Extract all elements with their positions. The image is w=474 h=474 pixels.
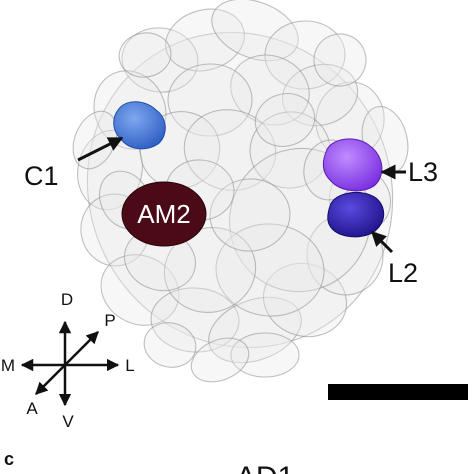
compass-anterior: A xyxy=(26,399,38,418)
scale-bar xyxy=(328,384,468,400)
glomerulus-outline xyxy=(165,8,245,72)
label-c1: C1 xyxy=(24,161,59,191)
compass-posterior: P xyxy=(104,311,115,330)
glomerulus-outline xyxy=(211,0,299,62)
compass-lateral: L xyxy=(125,356,134,375)
glomerulus-outline xyxy=(190,337,250,383)
compass-ventral: V xyxy=(62,412,74,431)
arrow-c1 xyxy=(77,136,124,162)
glomerulus-outline xyxy=(167,63,253,137)
glomerulus-outline xyxy=(230,54,310,126)
glomerulus-outline xyxy=(281,63,359,127)
glomerulus-outline xyxy=(118,32,172,78)
next-panel-title: AD1 xyxy=(236,461,294,474)
label-l3: L3 xyxy=(408,157,438,187)
glomerulus-outline xyxy=(143,322,197,368)
panel-letter: c xyxy=(4,449,14,469)
compass-medial: M xyxy=(1,356,15,375)
glomerulus-outline xyxy=(208,296,302,364)
glomerulus-outline xyxy=(264,20,346,90)
glomerulus-outline xyxy=(215,223,325,317)
glomerulus-outline xyxy=(183,109,277,191)
glomerulus-outline xyxy=(313,33,367,87)
orientation-compass: D V M L A P xyxy=(1,290,135,431)
glomerulus-c1 xyxy=(113,101,166,150)
compass-dorsal: D xyxy=(61,290,73,309)
glomerulus-l3 xyxy=(322,138,383,192)
arrow-l2 xyxy=(370,230,394,254)
glomerulus-outline xyxy=(100,254,180,326)
glomerulus-outline xyxy=(150,287,240,353)
glomerulus-outline xyxy=(230,332,300,378)
glomerulus-l2 xyxy=(327,191,385,238)
glomeruli-cluster xyxy=(72,0,409,383)
glomerulus-outline xyxy=(254,93,316,147)
glomerulus-outline xyxy=(262,262,348,338)
label-am2: AM2 xyxy=(137,199,190,229)
glomerulus-am2 xyxy=(121,181,207,247)
label-l2: L2 xyxy=(388,258,418,288)
glomerulus-outline xyxy=(249,111,331,189)
